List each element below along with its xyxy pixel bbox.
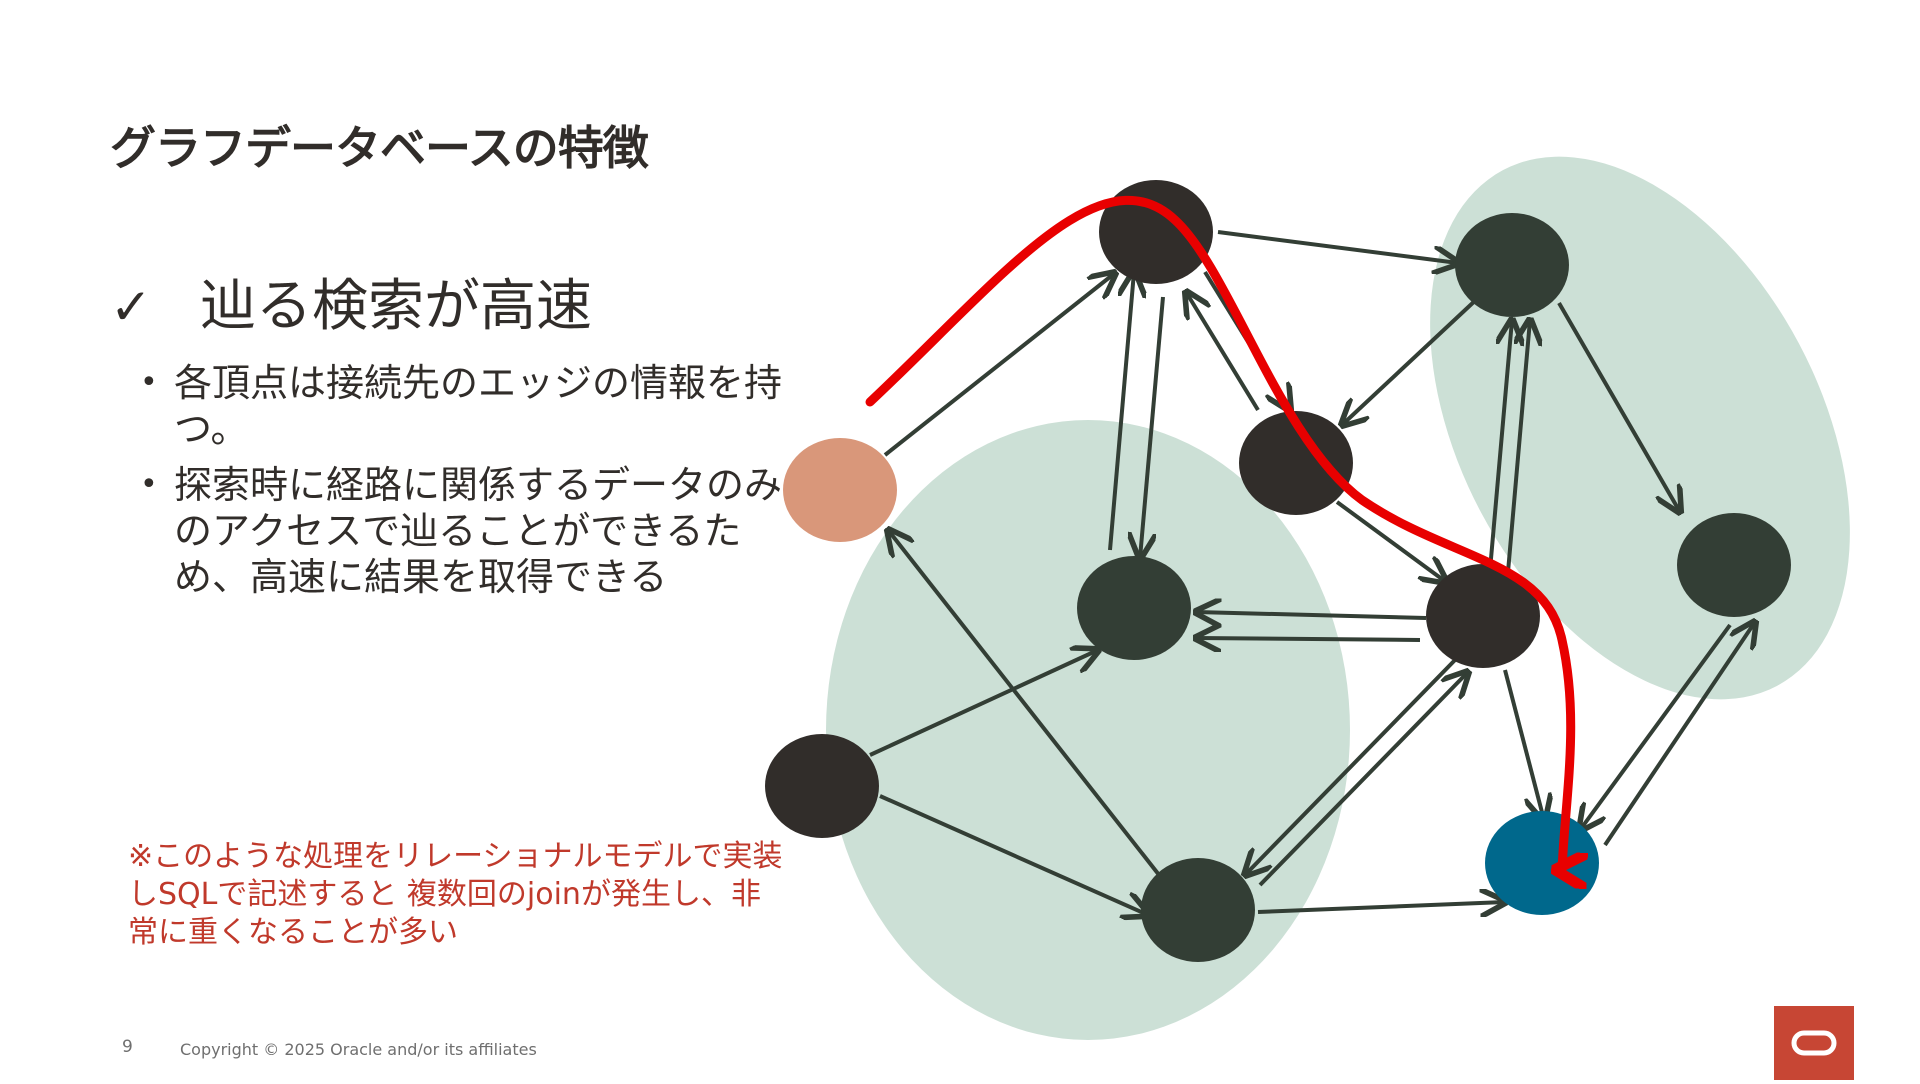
node-target (1485, 811, 1599, 915)
edge (869, 650, 1098, 757)
edge (1186, 292, 1260, 412)
node-middle (1239, 411, 1353, 515)
edge (1557, 301, 1680, 512)
edge (1108, 272, 1134, 551)
bullet-section: ✓ 辿る検索が高速 各頂点は接続先のエッジの情報を持つ。 探索時に経路に関係する… (110, 272, 790, 610)
edge (1342, 296, 1480, 425)
node-center-left (1077, 556, 1191, 660)
bullet-item: 探索時に経路に関係するデータのみのアクセスで辿ることができるため、高速に結果を取… (140, 462, 790, 600)
node-right (1677, 513, 1791, 617)
checkmark-icon: ✓ (110, 278, 152, 336)
edges (869, 230, 1755, 915)
edge (1335, 500, 1446, 582)
edge (888, 530, 1165, 882)
node-bottom (1141, 858, 1255, 962)
edge (1196, 612, 1427, 618)
node-hub (1426, 564, 1540, 668)
copyright-text: Copyright © 2025 Oracle and/or its affil… (180, 1040, 537, 1059)
edge (1503, 669, 1544, 820)
node-left (765, 734, 879, 838)
page-number: 9 (122, 1037, 133, 1057)
nodes (765, 180, 1791, 962)
node-top-right (1455, 213, 1569, 317)
bullet-item: 各頂点は接続先のエッジの情報を持つ。 (140, 360, 790, 452)
edge (1506, 320, 1530, 573)
edge (883, 273, 1115, 457)
oracle-logo (1774, 1006, 1854, 1080)
node-top (1099, 180, 1213, 284)
edge (1217, 230, 1458, 263)
edge (1257, 902, 1505, 912)
edge (1245, 658, 1457, 875)
note-text: ※このような処理をリレーショナルモデルで実装しSQLで記述すると 複数回のjoi… (128, 839, 783, 950)
edge (1140, 296, 1165, 558)
cluster-left (826, 420, 1350, 1040)
heading-text: 辿る検索が高速 (200, 274, 592, 339)
edge (1258, 672, 1468, 887)
edge (1488, 320, 1512, 571)
bullet-list: 各頂点は接続先のエッジの情報を持つ。 探索時に経路に関係するデータのみのアクセス… (140, 360, 790, 600)
oracle-logo-icon (1791, 1030, 1837, 1056)
slide-title: グラフデータベースの特徴 (110, 121, 649, 175)
edge (1580, 623, 1732, 830)
edge (1196, 638, 1421, 640)
edge (1603, 622, 1755, 847)
heading-row: ✓ 辿る検索が高速 (110, 272, 790, 342)
node-start (783, 438, 897, 542)
traversal-path (865, 195, 1571, 870)
edge (879, 794, 1148, 915)
